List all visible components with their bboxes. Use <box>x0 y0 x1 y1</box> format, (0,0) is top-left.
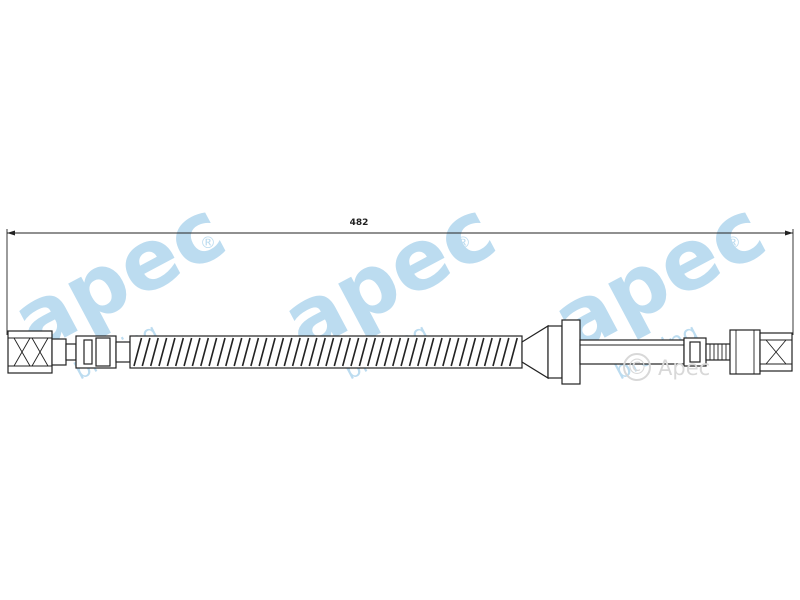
collar-ring <box>547 325 563 379</box>
hose-rib <box>250 337 260 367</box>
hose-rib <box>158 337 168 367</box>
hose-rib <box>275 337 285 367</box>
dimension-label-bg <box>346 216 372 227</box>
hose-rib <box>492 337 502 367</box>
hose-rib <box>392 337 402 367</box>
hose-rib <box>341 337 351 367</box>
hose-rib <box>174 337 185 367</box>
hose-rib <box>375 337 385 367</box>
collar-flange <box>561 319 581 385</box>
hose-rib <box>291 337 301 367</box>
hose-rib <box>366 337 377 367</box>
hose-rib <box>383 337 393 367</box>
hose-rib <box>141 337 151 367</box>
hose-rib <box>233 337 243 367</box>
hose-corrugations <box>133 337 518 367</box>
tapered-collar <box>521 324 549 380</box>
dimension-label: 482 <box>350 218 369 228</box>
hose-rib <box>133 337 143 367</box>
hose-rib <box>508 337 518 367</box>
right-end-fitting <box>683 329 793 375</box>
hose-rib <box>425 337 435 367</box>
hose-rib <box>325 337 335 367</box>
hose-rib <box>475 337 485 367</box>
arrow-right-icon <box>785 230 793 236</box>
hose-rib <box>408 337 418 367</box>
copyright-text: Apec <box>658 356 710 380</box>
hose-rib <box>241 337 251 367</box>
hose-rib <box>183 337 193 367</box>
watermark-reg-mark: ® <box>455 233 471 252</box>
hose-rib <box>467 337 477 367</box>
right-hex-body <box>729 329 761 375</box>
right-collar-assembly <box>521 319 685 385</box>
hose-rib <box>300 337 310 367</box>
hose-rib <box>200 337 210 367</box>
hose-rib <box>350 337 360 367</box>
hose-rib <box>225 337 235 367</box>
arrow-left-icon <box>7 230 15 236</box>
hose-rib <box>283 337 293 367</box>
copyright-watermark: © Apec <box>623 353 710 381</box>
copyright-symbol: © <box>627 355 648 379</box>
hose-rib <box>316 337 326 367</box>
hose-rib <box>358 337 368 367</box>
hose-rib <box>433 337 443 367</box>
hose-rib <box>458 337 468 367</box>
hose-rib <box>333 337 343 367</box>
hose-rib <box>149 337 159 367</box>
hose-rib <box>442 337 452 367</box>
left-hex-nut <box>7 330 53 374</box>
corrugated-hose <box>129 335 523 369</box>
hose-rib <box>417 337 427 367</box>
hose-rib <box>450 337 460 367</box>
hose-rib <box>216 337 226 367</box>
plain-tube <box>579 339 685 365</box>
watermark-reg-mark: ® <box>200 233 216 252</box>
hose-rib <box>208 337 218 367</box>
hose-rib <box>483 337 493 367</box>
hose-rib <box>191 337 201 367</box>
left-end-fitting <box>7 330 131 374</box>
hose-rib <box>166 337 176 367</box>
hose-rib <box>266 337 276 367</box>
hose-rib <box>400 337 410 367</box>
left-collar <box>51 338 67 366</box>
hose-rib <box>500 337 510 367</box>
hose-rib <box>258 337 268 367</box>
dimension-line: 482 <box>6 216 794 335</box>
copyright-icon <box>623 353 651 381</box>
watermark-reg-mark: ® <box>725 233 741 252</box>
hose-rib <box>308 337 318 367</box>
